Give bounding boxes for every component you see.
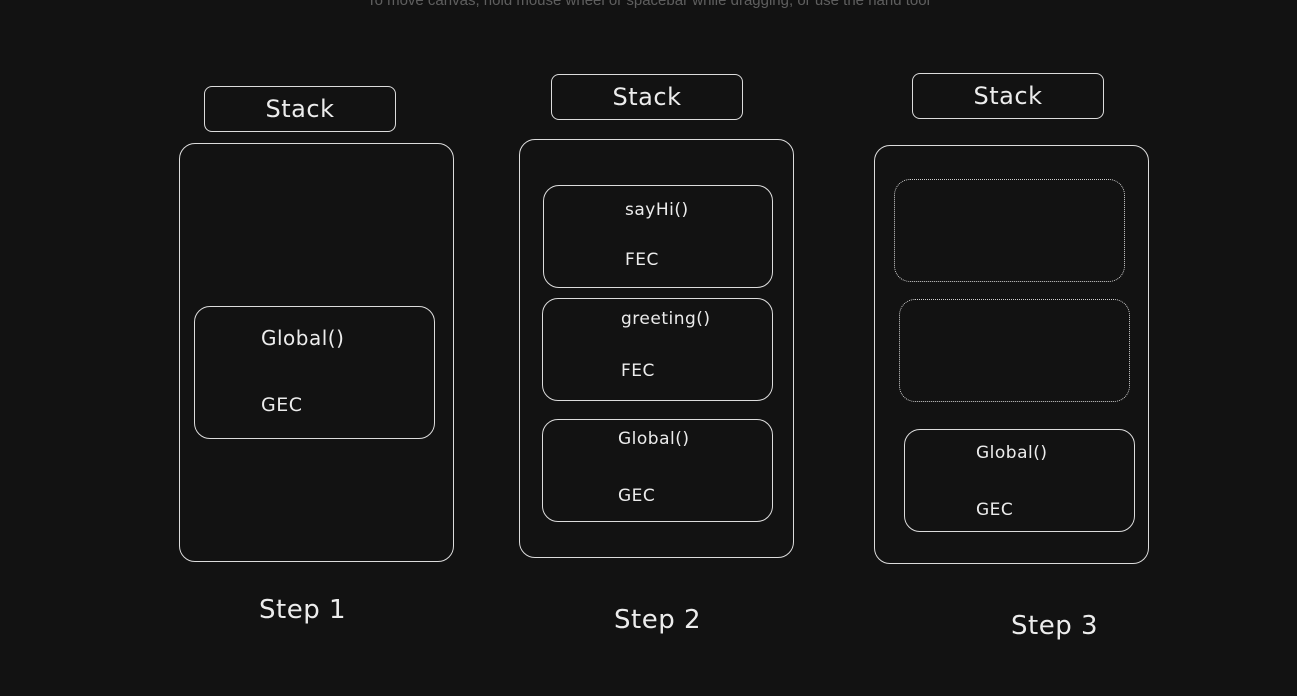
frame-title: Global()	[618, 429, 690, 449]
stack-header-step-2[interactable]: Stack	[551, 74, 743, 120]
stack-header-label: Stack	[973, 82, 1043, 110]
frame-context: GEC	[618, 486, 656, 506]
stack-frame-global[interactable]: Global() GEC	[542, 419, 773, 522]
popped-frame-placeholder	[899, 299, 1130, 402]
frame-context: GEC	[261, 394, 303, 416]
stack-frame-global[interactable]: Global() GEC	[194, 306, 435, 439]
stack-container-step-2[interactable]	[519, 139, 794, 558]
stack-frame-greeting[interactable]: greeting() FEC	[542, 298, 773, 401]
stack-header-step-1[interactable]: Stack	[204, 86, 396, 132]
frame-title: Global()	[976, 443, 1048, 463]
stack-frame-sayhi[interactable]: sayHi() FEC	[543, 185, 773, 288]
frame-context: FEC	[625, 250, 659, 270]
frame-context: FEC	[621, 361, 655, 381]
popped-frame-placeholder	[894, 179, 1125, 282]
step-caption-1: Step 1	[259, 595, 347, 625]
frame-title: greeting()	[621, 309, 711, 329]
step-caption-3: Step 3	[1011, 611, 1099, 641]
stack-header-label: Stack	[612, 83, 682, 111]
frame-title: sayHi()	[625, 200, 689, 220]
stack-frame-global[interactable]: Global() GEC	[904, 429, 1135, 532]
stack-header-label: Stack	[265, 95, 335, 123]
frame-title: Global()	[261, 326, 345, 350]
stack-header-step-3[interactable]: Stack	[912, 73, 1104, 119]
canvas-hint: To move canvas, hold mouse wheel or spac…	[367, 0, 930, 9]
stack-container-step-3[interactable]	[874, 145, 1149, 564]
stack-container-step-1[interactable]	[179, 143, 454, 562]
step-caption-2: Step 2	[614, 605, 702, 635]
frame-context: GEC	[976, 500, 1014, 520]
